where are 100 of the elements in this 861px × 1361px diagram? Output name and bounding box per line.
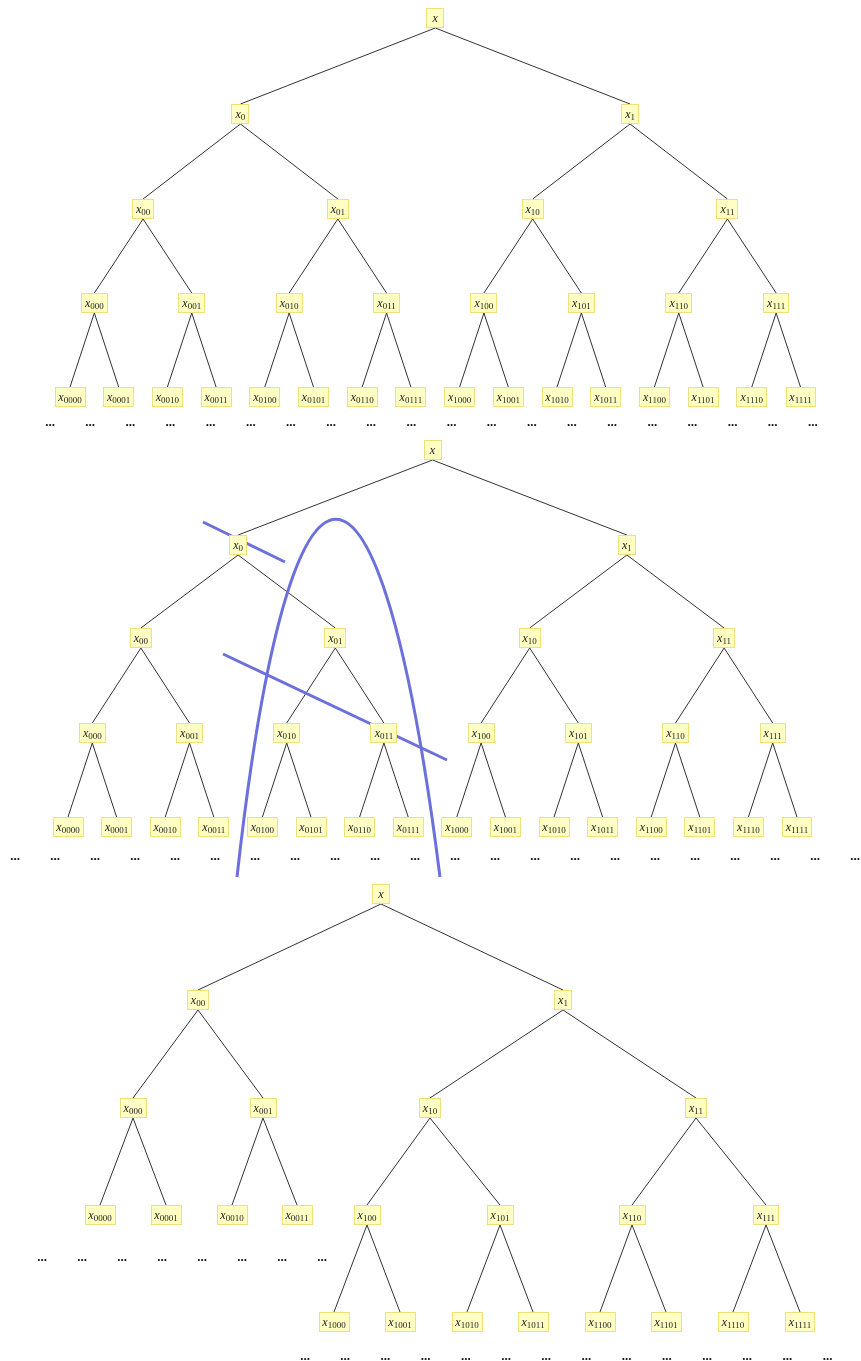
ellipsis-mark: ...: [767, 416, 778, 428]
ellipsis-mark: ...: [810, 850, 820, 862]
tree-node: x$_{0110}$: [344, 817, 376, 837]
tree-branch: [237, 459, 433, 536]
ellipsis-mark: ...: [621, 1350, 632, 1361]
tree-branch: [765, 1224, 801, 1313]
tree-branch: [695, 1117, 767, 1206]
tree-branch: [629, 123, 728, 200]
tree-node: x$_{0010}$: [216, 1205, 248, 1225]
tree-branch: [577, 742, 604, 818]
tree-branch: [483, 218, 534, 294]
tree-node: x$_{1001}$: [384, 1312, 416, 1332]
ellipsis-mark: ...: [130, 850, 140, 862]
tree-branch: [432, 459, 628, 536]
tree-node: x$_{01}$: [324, 628, 347, 648]
tree-node: x$_{001}$: [249, 1098, 277, 1118]
tree-node: x$_{0011}$: [200, 387, 232, 407]
tree-node: x$_{001}$: [176, 723, 203, 743]
tree-node: x$_{101}$: [564, 723, 592, 743]
ellipsis-mark: ...: [727, 416, 738, 428]
tree-node: x$_{1111}$: [782, 817, 812, 837]
tree-node: x$_{100}$: [353, 1205, 381, 1225]
tree-node: x$_{000}$: [78, 723, 106, 743]
tree-node: x$_{1100}$: [584, 1312, 616, 1332]
ellipsis-mark: ...: [647, 416, 658, 428]
tree-node: x$_{1}$: [554, 990, 572, 1010]
tree-node: x$_{010}$: [275, 293, 303, 313]
tree-node: x: [426, 8, 445, 28]
tree-branch: [166, 312, 193, 388]
ellipsis-mark: ...: [570, 850, 580, 862]
tree-node: x$_{0101}$: [295, 817, 327, 837]
tree-node: x$_{10}$: [518, 628, 541, 648]
tree-node: x$_{1011}$: [590, 387, 622, 407]
tree-branch: [562, 1009, 697, 1099]
tree-node: x$_{100}$: [470, 293, 498, 313]
ellipsis-mark: ...: [210, 850, 220, 862]
tree-branch: [132, 1117, 167, 1206]
tree-node: x$_{11}$: [713, 628, 736, 648]
tree-branch: [380, 903, 564, 991]
tree-node: x$_{1110}$: [732, 817, 764, 837]
tree-node: x$_{100}$: [467, 723, 495, 743]
ellipsis-mark: ...: [490, 850, 500, 862]
tree-node: x$_{011}$: [370, 723, 398, 743]
tree-node: x$_{110}$: [662, 723, 689, 743]
tree-node: x$_{1010}$: [541, 387, 573, 407]
ellipsis-mark: ...: [277, 1251, 287, 1263]
tree-branch: [191, 312, 217, 388]
ellipsis-mark: ...: [197, 1251, 207, 1263]
tree-node: x$_{1111}$: [785, 387, 816, 407]
ellipsis-mark: ...: [702, 1350, 712, 1361]
tree-branch: [459, 312, 485, 388]
tree-node: x$_{1101}$: [650, 1312, 682, 1332]
tree-branch: [675, 647, 725, 724]
tree-branch: [772, 742, 798, 818]
ellipsis-mark: ...: [807, 416, 818, 428]
tree-node: x$_{1111}$: [785, 1312, 815, 1332]
ellipsis-mark: ...: [326, 416, 336, 428]
tree-node: x$_{0011}$: [281, 1205, 313, 1225]
tree-node: x$_{0001}$: [103, 387, 135, 407]
tree-branch: [480, 647, 531, 724]
ellipsis-mark: ...: [10, 850, 20, 862]
tree-node: x$_{110}$: [618, 1205, 646, 1225]
ellipsis-mark: ...: [90, 850, 100, 862]
tree-node: x$_{111}$: [759, 723, 786, 743]
ellipsis-mark: ...: [237, 1251, 247, 1263]
tree-branch: [262, 1117, 298, 1206]
tree-branch: [337, 218, 388, 294]
tree-branch: [359, 742, 385, 818]
ellipsis-mark: ...: [366, 416, 377, 428]
ellipsis-mark: ...: [460, 1350, 471, 1361]
ellipsis-mark: ...: [290, 850, 300, 862]
ellipsis-mark: ...: [170, 850, 180, 862]
tree-node: x$_{110}$: [665, 293, 693, 313]
tree-node: x$_{001}$: [178, 293, 206, 313]
tree-node: x$_{011}$: [373, 293, 401, 313]
tree-node: x$_{0111}$: [392, 817, 424, 837]
ellipsis-mark: ...: [446, 416, 457, 428]
tree-node: x$_{00}$: [132, 199, 155, 219]
tree-branch: [91, 647, 142, 724]
tree-branch: [91, 742, 118, 818]
tree-branch: [556, 312, 582, 388]
ellipsis-mark: ...: [340, 1350, 351, 1361]
tree-branch: [775, 312, 801, 388]
tree-node: x$_{1010}$: [451, 1312, 483, 1332]
ellipsis-mark: ...: [530, 850, 540, 862]
tree-branch: [286, 742, 312, 818]
tree-node: x$_{00}$: [129, 628, 152, 648]
tree-node: x$_{0101}$: [298, 387, 329, 407]
tree-node: x$_{0001}$: [150, 1205, 182, 1225]
tree-branch: [386, 312, 412, 388]
tree-branch: [189, 742, 215, 818]
tree-branch: [197, 1009, 264, 1099]
ellipsis-mark: ...: [610, 850, 620, 862]
tree-node: x$_{1101}$: [684, 817, 716, 837]
ellipsis-mark: ...: [165, 416, 176, 428]
tree-node: x$_{0110}$: [346, 387, 378, 407]
tree-branch: [93, 312, 120, 388]
ellipsis-mark: ...: [50, 850, 60, 862]
tree-node: x$_{11}$: [685, 1098, 707, 1118]
tree-branch: [466, 1224, 501, 1313]
